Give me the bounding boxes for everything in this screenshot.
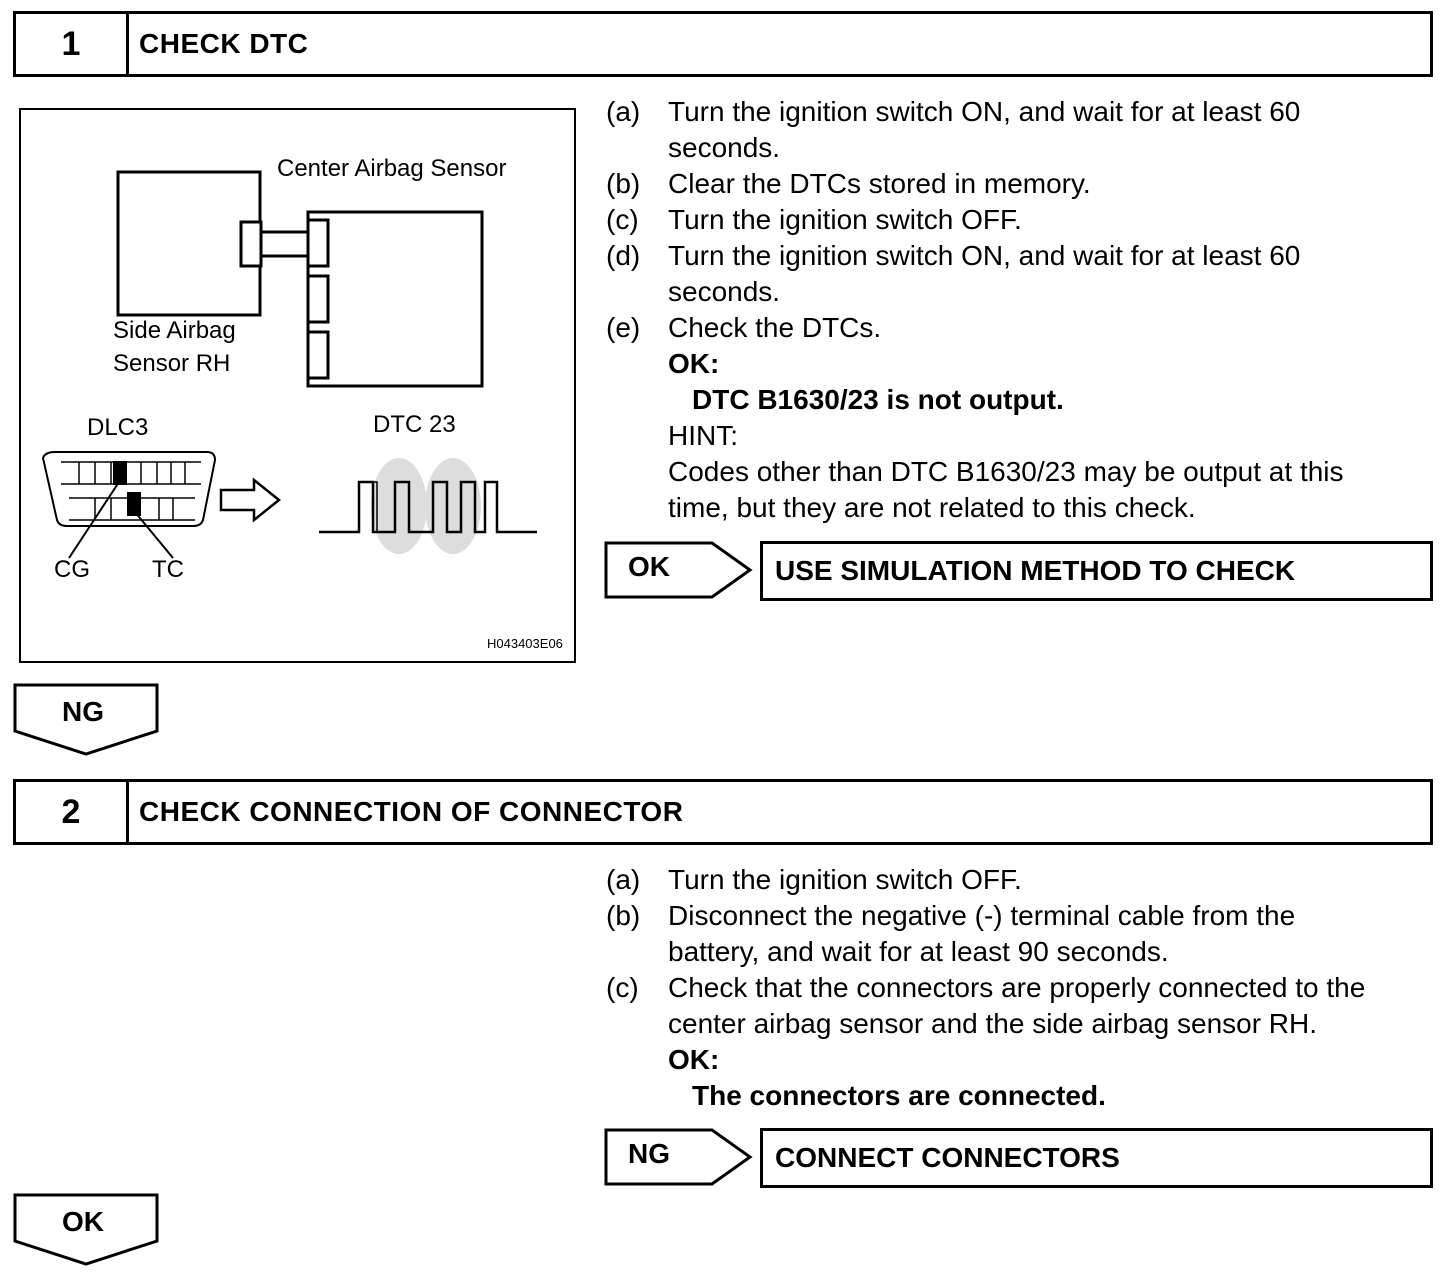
cg-label: CG bbox=[54, 556, 90, 583]
airbag-sensor-diagram: Center Airbag Sensor Side Airbag Sensor … bbox=[41, 155, 563, 651]
instruction-item: (b) Disconnect the negative (-) terminal… bbox=[606, 898, 1436, 970]
instruction-item: (c) Check that the connectors are proper… bbox=[606, 970, 1436, 1042]
hint-heading: HINT: bbox=[668, 420, 738, 451]
item-text: Disconnect the negative (-) terminal cab… bbox=[668, 900, 1296, 931]
item-text: Turn the ignition switch ON, and wait fo… bbox=[668, 240, 1301, 271]
ok-branch-arrow bbox=[604, 541, 753, 599]
hint-line-1: Codes other than DTC B1630/23 may be out… bbox=[668, 456, 1344, 487]
item-label: (b) bbox=[606, 900, 641, 931]
item-label: (b) bbox=[606, 168, 641, 199]
side-sensor-label-2: Sensor RH bbox=[113, 350, 230, 377]
item-label: (e) bbox=[606, 312, 641, 343]
step-1-title: CHECK DTC bbox=[139, 28, 309, 59]
dlc-label: DLC3 bbox=[87, 414, 148, 441]
step-1-figure: Center Airbag Sensor Side Airbag Sensor … bbox=[19, 108, 576, 663]
item-label: (c) bbox=[606, 972, 639, 1003]
center-sensor-label: Center Airbag Sensor bbox=[277, 155, 506, 182]
step-1-header: 1 CHECK DTC bbox=[13, 11, 1433, 77]
ok-down-label: OK bbox=[62, 1206, 104, 1237]
side-sensor-label-1: Side Airbag bbox=[113, 317, 236, 344]
item-text: Check the DTCs. bbox=[668, 312, 882, 343]
center-airbag-sensor-shape bbox=[306, 210, 484, 388]
item-text: Turn the ignition switch ON, and wait fo… bbox=[668, 96, 1301, 127]
instruction-item: (a) Turn the ignition switch ON, and wai… bbox=[606, 94, 1436, 166]
ok-down-arrow bbox=[13, 1193, 159, 1266]
ok-criterion: The connectors are connected. bbox=[692, 1080, 1106, 1111]
item-text: Clear the DTCs stored in memory. bbox=[668, 168, 1091, 199]
item-label: (a) bbox=[606, 96, 641, 127]
item-text: Turn the ignition switch OFF. bbox=[668, 204, 1022, 235]
step-1-number: 1 bbox=[16, 14, 129, 74]
figure-code: H043403E06 bbox=[487, 636, 563, 651]
step-2-instructions: (a) Turn the ignition switch OFF. (b) Di… bbox=[606, 862, 1436, 1114]
item-label: (c) bbox=[606, 204, 639, 235]
ng-branch-arrow bbox=[604, 1128, 753, 1186]
step-2-number: 2 bbox=[16, 782, 129, 842]
ng-branch-result: CONNECT CONNECTORS bbox=[760, 1128, 1433, 1188]
right-arrow-icon bbox=[219, 477, 282, 523]
ng-down-label: NG bbox=[62, 696, 104, 727]
item-text: Check that the connectors are properly c… bbox=[668, 972, 1366, 1003]
dtc-label: DTC 23 bbox=[373, 411, 456, 438]
ok-heading: OK: bbox=[668, 1044, 720, 1075]
hint-line-2: time, but they are not related to this c… bbox=[668, 492, 1196, 523]
item-label: (d) bbox=[606, 240, 641, 271]
ng-branch-label: NG bbox=[628, 1138, 670, 1169]
step-2-header: 2 CHECK CONNECTION OF CONNECTOR bbox=[13, 779, 1433, 845]
step-2-title: CHECK CONNECTION OF CONNECTOR bbox=[139, 796, 684, 827]
dlc3-connector-shape bbox=[41, 451, 217, 527]
ok-heading: OK: bbox=[668, 348, 720, 379]
instruction-item: (b) Clear the DTCs stored in memory. bbox=[606, 166, 1436, 202]
item-text: Turn the ignition switch OFF. bbox=[668, 864, 1022, 895]
instruction-item: (e) Check the DTCs. bbox=[606, 310, 1436, 346]
tc-label: TC bbox=[152, 556, 184, 583]
instruction-item: (a) Turn the ignition switch OFF. bbox=[606, 862, 1436, 898]
ok-criterion: DTC B1630/23 is not output. bbox=[692, 384, 1064, 415]
instruction-item: (c) Turn the ignition switch OFF. bbox=[606, 202, 1436, 238]
instruction-item: (d) Turn the ignition switch ON, and wai… bbox=[606, 238, 1436, 310]
step-1-instructions: (a) Turn the ignition switch ON, and wai… bbox=[606, 94, 1436, 526]
side-airbag-sensor-shape bbox=[116, 170, 262, 317]
ok-branch-result: USE SIMULATION METHOD TO CHECK bbox=[760, 541, 1433, 601]
ng-down-arrow bbox=[13, 683, 159, 756]
ok-branch-label: OK bbox=[628, 551, 670, 582]
item-label: (a) bbox=[606, 864, 641, 895]
